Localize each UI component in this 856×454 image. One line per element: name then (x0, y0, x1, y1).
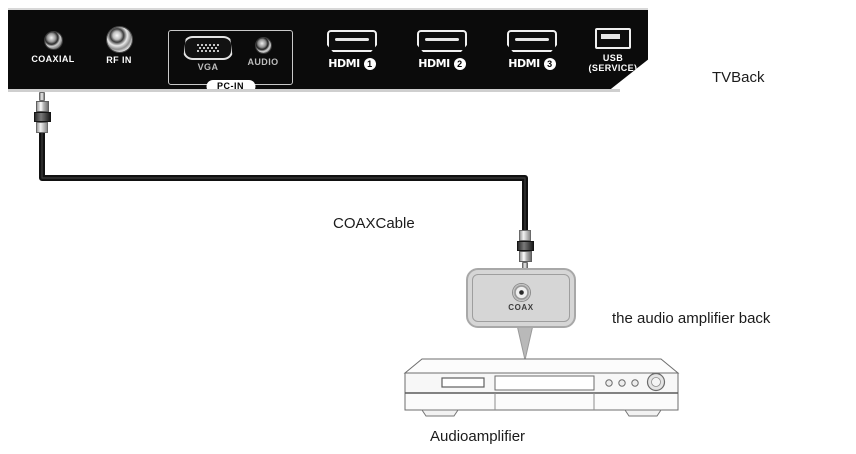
coax-jack-label: COAX (508, 303, 534, 312)
plug-collar (518, 251, 532, 262)
plug-band (517, 241, 534, 251)
plug-collar (35, 101, 49, 112)
pc-in-group: VGA AUDIO PC-IN (168, 30, 293, 90)
port-hdmi-1-number: 1 (363, 57, 376, 70)
tv-panel-top-edge (8, 8, 648, 11)
audio-amplifier (403, 358, 680, 417)
port-hdmi-2[interactable]: HDMI 2 (403, 30, 481, 70)
tv-panel-bottom-edge (8, 89, 620, 92)
port-pc-audio[interactable]: AUDIO (242, 38, 284, 67)
port-hdmi-1[interactable]: HDMI 1 (313, 30, 391, 70)
plug-boot (36, 122, 48, 133)
port-hdmi-2-label: HDMI (418, 57, 450, 70)
coax-cable-label: COAXCable (333, 215, 415, 232)
coax-jack-callout: COAX (466, 268, 576, 328)
port-coaxial[interactable]: COAXIAL (22, 32, 84, 64)
port-rf-in-label: RF IN (106, 55, 132, 65)
tv-back-panel: COAXIAL RF IN (8, 10, 648, 90)
usb-port-icon (595, 28, 631, 49)
plug-band (34, 112, 51, 122)
port-hdmi-3-number: 3 (543, 57, 556, 70)
port-coaxial-label: COAXIAL (31, 54, 75, 64)
tv-back-label: TVBack (712, 69, 765, 86)
pc-in-badge: PC-IN (206, 80, 255, 90)
plug-tip (39, 92, 45, 101)
rca-plug-amp-end (517, 230, 534, 271)
vga-dsub-icon (183, 36, 233, 60)
amplifier-name-label: Audioamplifier (430, 428, 526, 445)
port-hdmi-2-number: 2 (453, 57, 466, 70)
rca-plug-tv-end (34, 92, 51, 133)
audio-jack-icon (255, 38, 271, 53)
port-vga-label: VGA (197, 62, 219, 72)
port-pc-audio-label: AUDIO (247, 57, 279, 67)
plug-boot (519, 230, 531, 241)
port-usb-sublabel: (SERVICE) (588, 63, 638, 73)
port-hdmi-1-label: HDMI (328, 57, 360, 70)
rf-connector-icon (106, 27, 132, 52)
port-usb-label: USB (602, 53, 624, 63)
port-hdmi-3-label: HDMI (508, 57, 540, 70)
amplifier-back-label: the audio amplifier back (612, 310, 771, 327)
hdmi-port-icon (327, 30, 377, 52)
port-usb-service[interactable]: USB (SERVICE) (583, 28, 643, 73)
port-hdmi-3[interactable]: HDMI 3 (493, 30, 571, 70)
coax-jack-icon (512, 284, 530, 301)
hdmi-port-icon (417, 30, 467, 52)
port-vga[interactable]: VGA (182, 36, 234, 72)
coaxial-jack-icon (44, 32, 62, 49)
port-rf-in[interactable]: RF IN (91, 27, 147, 65)
hdmi-port-icon (507, 30, 557, 52)
